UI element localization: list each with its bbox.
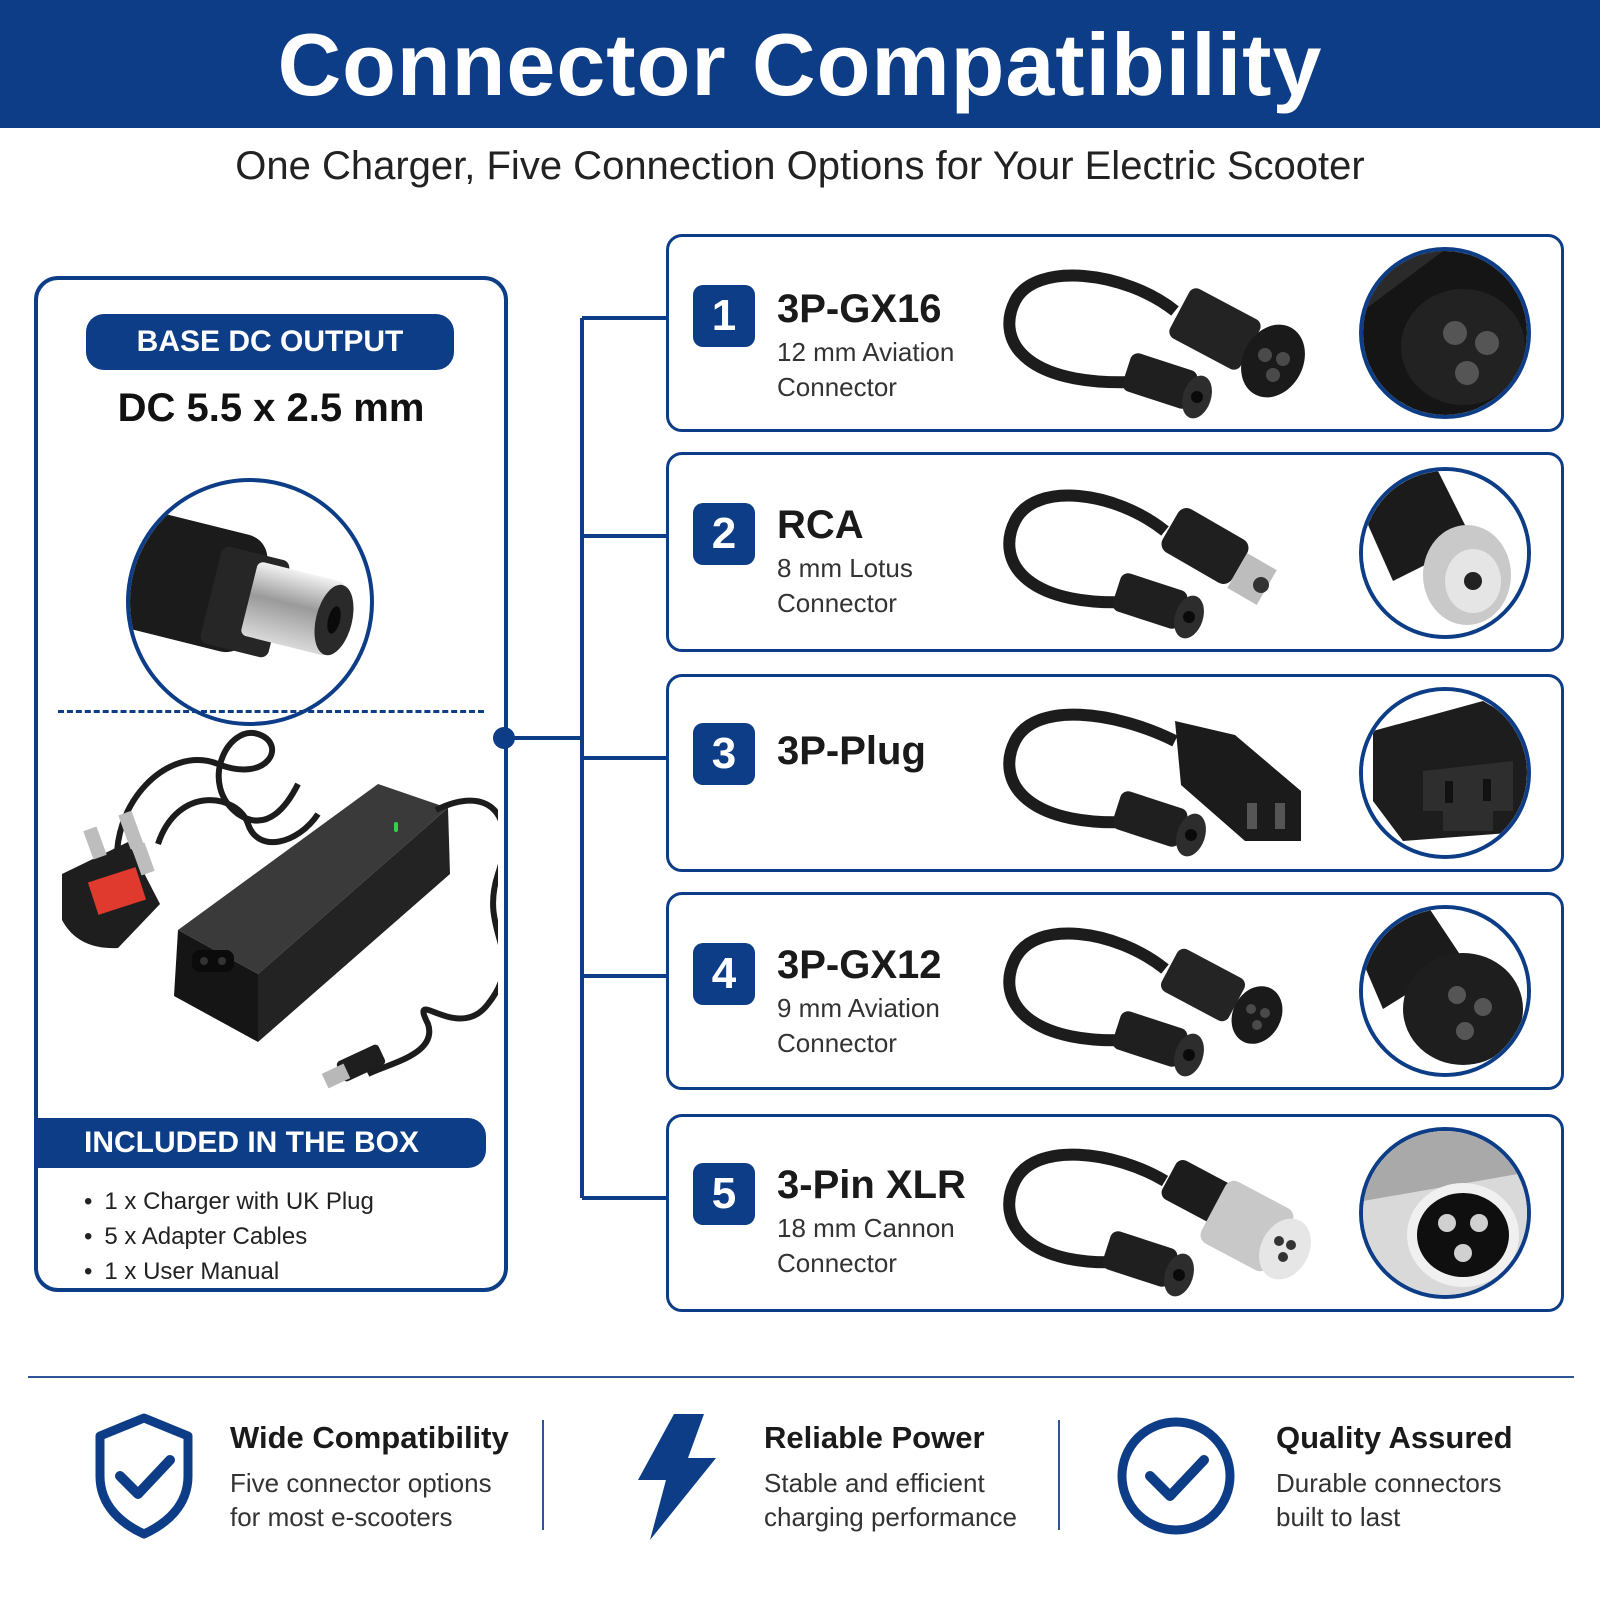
page-title: Connector Compatibility bbox=[277, 15, 1323, 114]
connector-detail-view bbox=[1359, 687, 1531, 859]
dc-plug-detail bbox=[126, 478, 374, 726]
connector-card-4: 4 3P-GX12 9 mm Aviation Connector bbox=[666, 892, 1564, 1090]
rca-connector-icon bbox=[1003, 489, 1277, 639]
feature-wide-compatibility: Wide Compatibility Five connector option… bbox=[80, 1410, 520, 1540]
feature-text: Stable and efficient charging performanc… bbox=[764, 1468, 1017, 1532]
base-output-panel: BASE DC OUTPUT DC 5.5 x 2.5 mm bbox=[34, 276, 508, 1292]
feature-title: Quality Assured bbox=[1276, 1420, 1513, 1455]
connector-name: 3P-Plug bbox=[777, 729, 926, 773]
base-output-label: BASE DC OUTPUT bbox=[86, 314, 454, 370]
gx12-connector-icon bbox=[1003, 927, 1283, 1077]
connector-tree-lines bbox=[493, 316, 666, 1200]
connector-card-2: 2 RCA 8 mm Lotus Connector bbox=[666, 452, 1564, 652]
connector-desc: 9 mm Aviation Connector bbox=[777, 993, 940, 1058]
connector-name: 3P-GX16 bbox=[777, 287, 942, 331]
charger-with-uk-plug-icon bbox=[62, 729, 498, 1089]
gx16-connector-icon bbox=[1003, 269, 1305, 419]
feature-reliable-power: Reliable Power Stable and efficient char… bbox=[614, 1410, 1054, 1540]
connector-number-badge: 2 bbox=[693, 503, 755, 565]
connector-name: 3-Pin XLR bbox=[777, 1163, 966, 1207]
list-item: 5 x Adapter Cables bbox=[84, 1219, 374, 1254]
feature-title: Reliable Power bbox=[764, 1420, 985, 1455]
dc-plug-icon bbox=[130, 509, 354, 658]
feature-text: Five connector options for most e-scoote… bbox=[230, 1468, 492, 1532]
dc-spec: DC 5.5 x 2.5 mm bbox=[117, 386, 425, 430]
circle-check-icon bbox=[1117, 1417, 1235, 1535]
feature-separator bbox=[542, 1420, 544, 1530]
in-box-heading: INCLUDED IN THE BOX bbox=[38, 1118, 486, 1168]
connector-name: RCA bbox=[777, 503, 864, 547]
page-subtitle: One Charger, Five Connection Options for… bbox=[235, 144, 1365, 188]
connector-card-3: 3 3P-Plug bbox=[666, 674, 1564, 872]
connector-card-5: 5 3-Pin XLR 18 mm Cannon Connector bbox=[666, 1114, 1564, 1312]
connector-number-badge: 5 bbox=[693, 1163, 755, 1225]
list-item: 1 x Charger with UK Plug bbox=[84, 1184, 373, 1219]
panel-divider bbox=[58, 710, 484, 713]
feature-text: Durable connectors built to last bbox=[1276, 1468, 1502, 1532]
connector-detail-view bbox=[1359, 905, 1531, 1077]
in-box-list: 1 x Charger with UK Plug 5 x Adapter Cab… bbox=[84, 1184, 374, 1288]
iec-plug-icon bbox=[1003, 708, 1301, 857]
connector-number-badge: 1 bbox=[693, 285, 755, 347]
feature-separator bbox=[1058, 1420, 1060, 1530]
connector-desc: 12 mm Aviation Connector bbox=[777, 337, 955, 402]
connector-desc: 18 mm Cannon Connector bbox=[777, 1213, 955, 1278]
header-banner: Connector Compatibility bbox=[0, 0, 1600, 128]
lightning-bolt-icon bbox=[638, 1414, 716, 1540]
connector-name: 3P-GX12 bbox=[777, 943, 942, 987]
footer-divider bbox=[28, 1376, 1574, 1378]
connector-number-badge: 4 bbox=[693, 943, 755, 1005]
feature-title: Wide Compatibility bbox=[230, 1420, 509, 1455]
connector-card-1: 1 3P-GX16 12 mm Aviation Connector bbox=[666, 234, 1564, 432]
connector-number-badge: 3 bbox=[693, 723, 755, 785]
shield-check-icon bbox=[95, 1413, 193, 1539]
connector-detail-view bbox=[1359, 1127, 1531, 1299]
feature-quality-assured: Quality Assured Durable connectors built… bbox=[1116, 1410, 1556, 1540]
xlr-connector-icon bbox=[1003, 1148, 1311, 1297]
list-item: 1 x User Manual bbox=[84, 1254, 374, 1288]
connector-detail-view bbox=[1359, 247, 1531, 419]
connector-detail-view bbox=[1359, 467, 1531, 639]
connector-desc: 8 mm Lotus Connector bbox=[777, 553, 913, 618]
